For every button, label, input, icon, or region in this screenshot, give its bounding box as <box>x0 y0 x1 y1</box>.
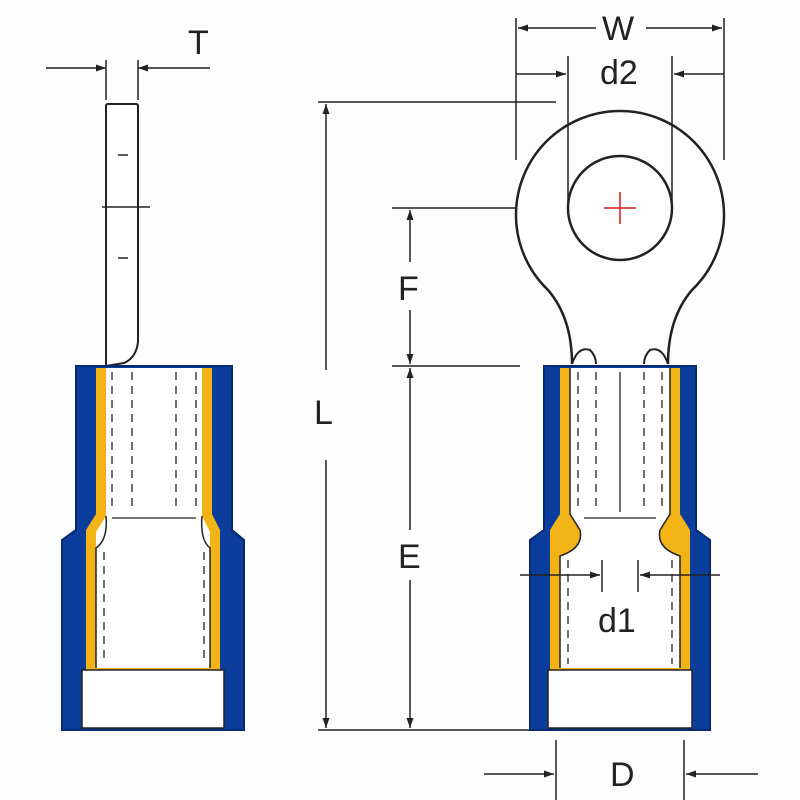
dim-label-l: L <box>314 394 333 432</box>
dim-label-f: F <box>398 270 419 308</box>
dim-label-d: D <box>610 756 635 794</box>
side-view: T <box>46 24 245 731</box>
dim-label-d1: d1 <box>598 602 636 640</box>
dim-label-t: T <box>188 24 209 62</box>
dim-label-e: E <box>398 538 421 576</box>
dim-label-w: W <box>602 10 634 48</box>
horizontal-dimensions: W d2 d1 D <box>484 10 758 800</box>
dim-label-d2: d2 <box>600 54 638 92</box>
side-blade <box>105 103 139 368</box>
